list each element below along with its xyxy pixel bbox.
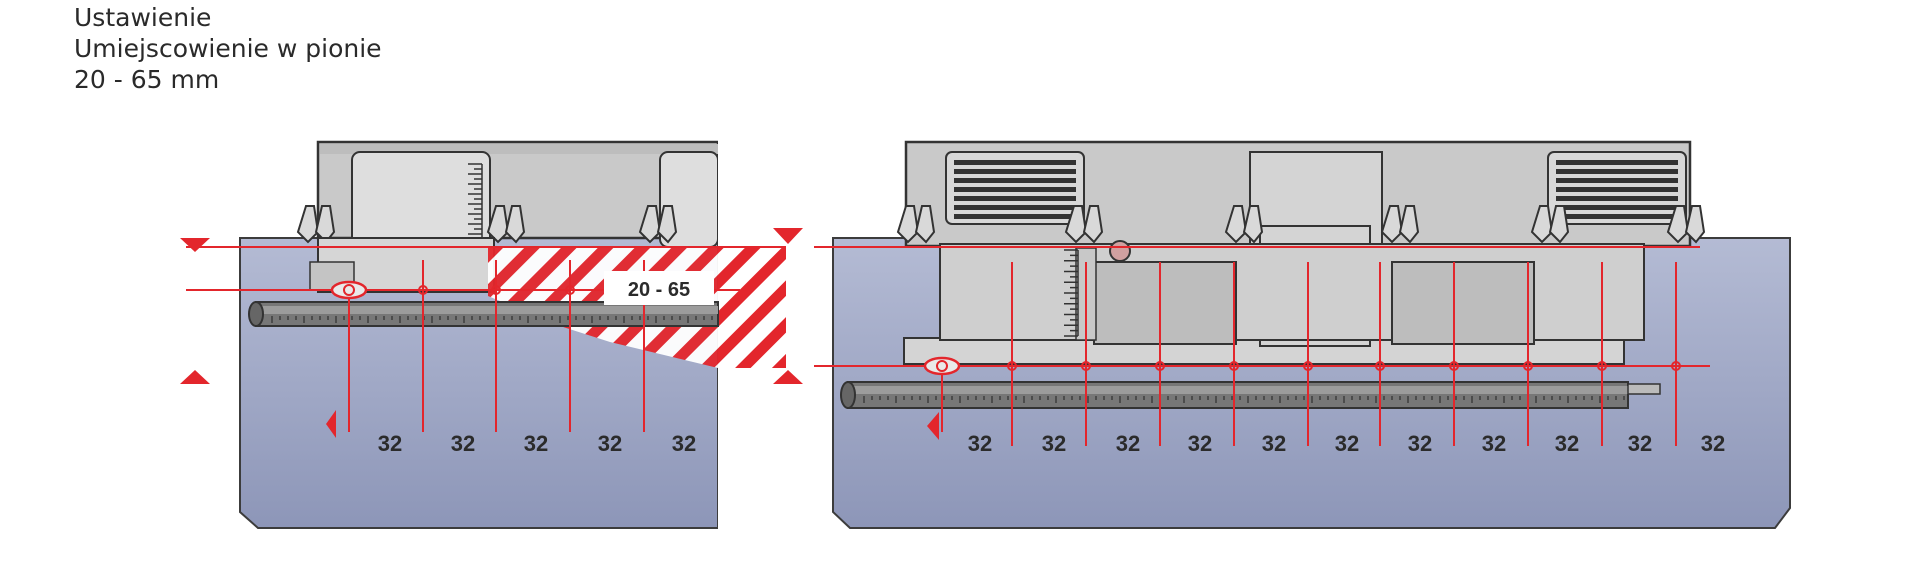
spacing-label: 32 — [1408, 431, 1432, 456]
spacing-label: 32 — [1335, 431, 1359, 456]
spacing-label: 32 — [524, 431, 548, 456]
adjust-knob — [1109, 240, 1131, 262]
spacing-label: 32 — [1262, 431, 1286, 456]
right-clamp — [896, 205, 936, 244]
right-vertical-scale — [1064, 249, 1079, 337]
spacing-label: 32 — [1116, 431, 1140, 456]
spacing-label: 32 — [672, 431, 696, 456]
spacing-label: 32 — [1555, 431, 1579, 456]
spacing-label: 32 — [968, 431, 992, 456]
right-clamp — [1224, 205, 1264, 244]
left-clamp — [486, 205, 526, 244]
right-clamp — [1666, 205, 1706, 244]
right-clamp — [1380, 205, 1420, 244]
right-grip-pad — [1547, 151, 1687, 225]
left-triangle-top — [180, 238, 210, 252]
drill-hole-marker — [1523, 361, 1533, 371]
right-rail — [840, 381, 1661, 409]
drill-hole-marker — [1375, 361, 1385, 371]
drill-hole-marker — [1081, 361, 1091, 371]
drill-hole-marker — [1229, 361, 1239, 371]
drill-hole-marker — [1007, 361, 1017, 371]
left-triangle-bottom — [180, 370, 210, 384]
right-start-marker — [923, 356, 961, 376]
spacing-label: 32 — [451, 431, 475, 456]
drill-hole-marker — [1671, 361, 1681, 371]
drill-hole-marker — [491, 285, 501, 295]
drill-hole-marker — [1155, 361, 1165, 371]
range-badge: 20 - 65 — [604, 271, 714, 305]
drill-hole-marker — [1449, 361, 1459, 371]
drill-hole-marker — [418, 285, 428, 295]
heading: Ustawienie Umiejscowienie w pionie 20 - … — [74, 2, 382, 95]
left-clamp — [638, 205, 678, 244]
left-grip-pad — [945, 151, 1085, 225]
mid-triangle-bottom — [773, 370, 803, 384]
left-panel — [239, 140, 718, 529]
left-scale-window — [351, 151, 491, 248]
spacing-label: 32 — [598, 431, 622, 456]
mid-triangle-top — [773, 228, 803, 244]
right-arrowhead — [927, 412, 939, 440]
drill-hole-marker — [1597, 361, 1607, 371]
spacing-label: 32 — [1701, 431, 1725, 456]
right-clamp — [1064, 205, 1104, 244]
left-clamp — [296, 205, 336, 244]
title-setting: Ustawienie — [74, 3, 212, 32]
spacing-label: 32 — [1042, 431, 1066, 456]
left-start-marker — [330, 280, 368, 300]
spacing-label: 32 — [1188, 431, 1212, 456]
spacing-label: 32 — [1482, 431, 1506, 456]
drill-hole-marker — [565, 285, 575, 295]
left-arrowhead — [326, 410, 336, 438]
range-label: 20 - 65 — [628, 279, 690, 301]
spacing-label: 32 — [1628, 431, 1652, 456]
title-vertical-position: Umiejscowienie w pionie — [74, 34, 382, 63]
drill-hole-marker — [1303, 361, 1313, 371]
right-panel — [832, 140, 1791, 529]
left-rail — [248, 301, 719, 327]
spacing-label: 32 — [378, 431, 402, 456]
title-range: 20 - 65 mm — [74, 65, 220, 94]
right-red-lines — [814, 246, 1710, 367]
right-clamp — [1530, 205, 1570, 244]
